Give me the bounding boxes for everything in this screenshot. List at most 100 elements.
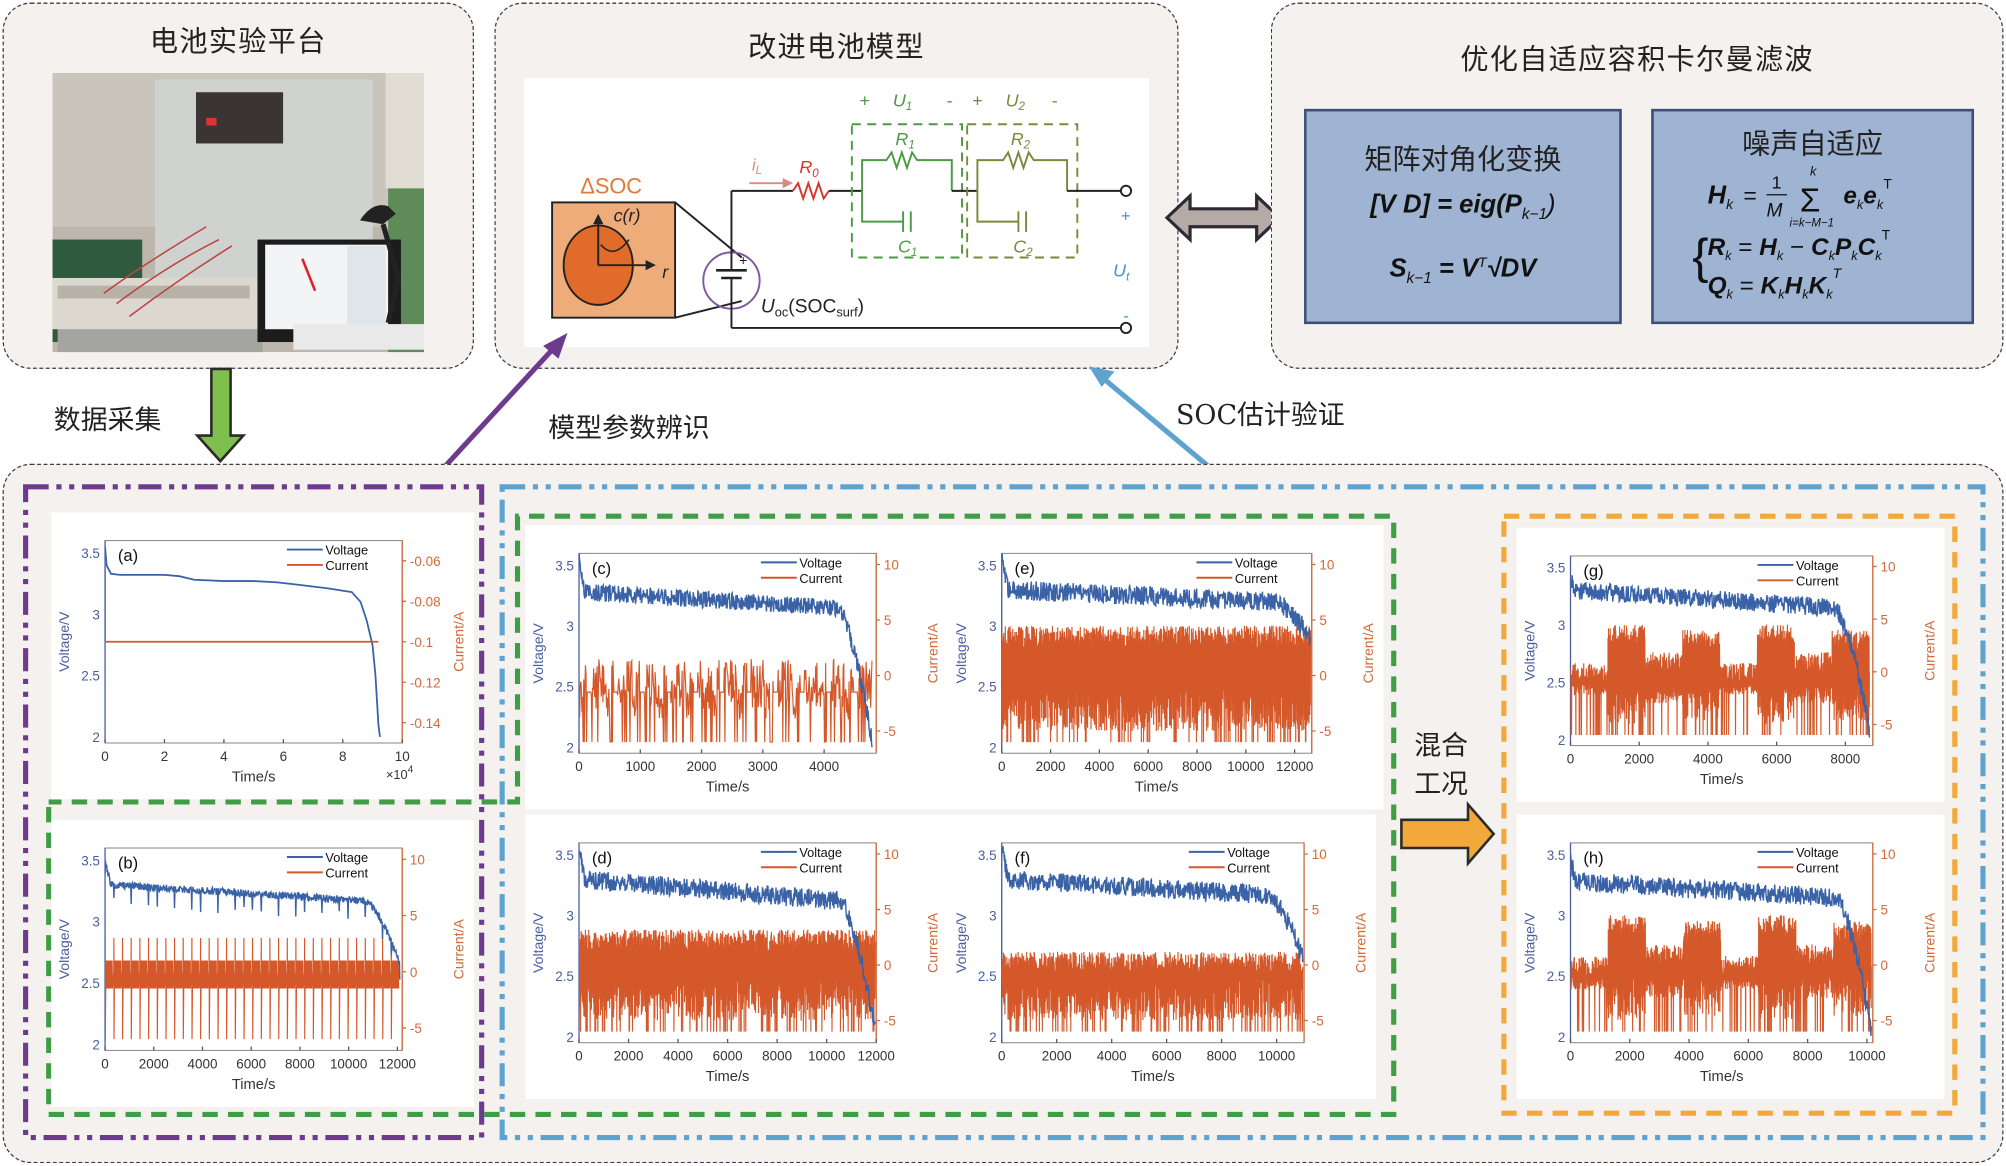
- legend-label: Current: [1796, 860, 1839, 875]
- y2-tick-label: 10: [410, 852, 425, 867]
- panel-tag: (a): [118, 546, 138, 565]
- circuit-diagram: ΔSOC c(r) r + Uoc(SOCsur: [523, 78, 1150, 348]
- legend-label: Current: [799, 860, 842, 875]
- c2-capacitor: [976, 190, 1019, 223]
- y-tick-label: 3: [989, 619, 996, 634]
- y-tick-label: 2.5: [978, 969, 997, 984]
- x-tick-label: 2000: [1042, 1049, 1072, 1064]
- y2-axis-label: Current/A: [1921, 912, 1937, 973]
- svg-text:R0: R0: [799, 157, 819, 180]
- c-r-label: c(r): [614, 206, 641, 226]
- platform-title: 电池实验平台: [149, 26, 327, 59]
- x-axis-label: Time/s: [1131, 1069, 1175, 1085]
- flow-arrows: [194, 367, 247, 464]
- y2-tick-label: 0: [884, 958, 891, 973]
- x-tick-label: 6000: [1152, 1049, 1182, 1064]
- y-tick-label: 3.5: [978, 848, 997, 863]
- param-identification-label: 模型参数辨识: [548, 412, 710, 444]
- ut-label: U: [1113, 261, 1127, 281]
- diagonalization-title: 矩阵对角化变换: [1364, 144, 1562, 177]
- x-tick-label: 2000: [1615, 1049, 1645, 1064]
- x-tick-label: 4000: [663, 1049, 693, 1064]
- y2-tick-label: 5: [884, 613, 891, 628]
- y2-tick-label: 5: [1881, 612, 1888, 627]
- eig-formula: [V D] = eig(Pk−1): [1370, 190, 1556, 223]
- legend-label: Voltage: [1796, 558, 1839, 573]
- r-label: r: [662, 262, 669, 282]
- x-tick-label: 4000: [1674, 1049, 1704, 1064]
- x-axis-label: Time/s: [232, 769, 276, 785]
- svg-text:k: k: [1810, 163, 1817, 178]
- y2-tick-label: 10: [884, 558, 899, 573]
- y-tick-label: 2: [1558, 1030, 1565, 1045]
- legend-label: Voltage: [799, 845, 842, 860]
- y2-tick-label: 10: [884, 847, 899, 862]
- panel-tag: (d): [592, 848, 612, 867]
- y2-tick-label: 10: [1881, 560, 1896, 575]
- terminal-positive: [1119, 184, 1133, 197]
- y2-tick-label: -5: [884, 1014, 896, 1029]
- series-current: [1570, 915, 1872, 1032]
- svg-text:U1: U1: [893, 90, 912, 113]
- y-tick-label: 2: [566, 1030, 573, 1045]
- r2-resistor: [976, 149, 1069, 191]
- series-current: [579, 929, 876, 1032]
- series-voltage: [1001, 553, 1312, 646]
- y-tick-label: 3: [92, 607, 99, 622]
- u1-plus: +: [860, 90, 870, 110]
- legend-label: Voltage: [1227, 845, 1270, 860]
- x-tick-label: 2000: [1036, 759, 1066, 774]
- y2-tick-label: 5: [884, 903, 891, 918]
- x-axis-label: Time/s: [1700, 1069, 1744, 1085]
- series-voltage: [105, 860, 401, 980]
- ut-minus: -: [1123, 307, 1129, 326]
- y-tick-label: 2.5: [81, 976, 100, 991]
- filter-panel: 优化自适应容积卡尔曼滤波 矩阵对角化变换 [V D] = eig(Pk−1) S…: [1270, 2, 2004, 369]
- lab-photo: [52, 73, 425, 353]
- panel-tag: (h): [1583, 848, 1603, 867]
- diagonalization-box: 矩阵对角化变换 [V D] = eig(Pk−1) Sk−1 = VT√DV: [1304, 108, 1622, 325]
- svg-text:=: =: [1743, 183, 1756, 209]
- x-tick-label: 12000: [1276, 759, 1313, 774]
- y-tick-label: 3.5: [81, 546, 100, 561]
- battery-model-panel: 改进电池模型 ΔSOC c(r) r: [494, 2, 1179, 369]
- mixed-label-line2: 工况: [1414, 768, 1469, 800]
- series-current: [1001, 625, 1312, 743]
- x-tick-label: 4000: [1693, 751, 1723, 766]
- y-tick-label: 3: [566, 619, 573, 634]
- svg-text:Ut: Ut: [1113, 261, 1130, 284]
- x-axis-label: Time/s: [232, 1077, 276, 1093]
- x-tick-label: 0: [575, 759, 582, 774]
- svg-text:C2: C2: [1013, 236, 1033, 259]
- y2-tick-label: -5: [1881, 1014, 1893, 1029]
- y-tick-label: 2: [989, 740, 996, 755]
- y2-tick-label: -5: [1312, 1014, 1324, 1029]
- y2-tick-label: -0.14: [410, 716, 441, 731]
- svg-text:Qk = KkHkKkT: Qk = KkHkKkT: [1708, 265, 1843, 301]
- identification-group-border: [23, 484, 485, 1141]
- y2-axis-label: Current/A: [451, 918, 467, 979]
- y-tick-label: 3: [566, 909, 573, 924]
- y-tick-label: 3: [1558, 909, 1565, 924]
- y2-tick-label: -5: [1881, 718, 1893, 733]
- x-tick-label: 10: [395, 749, 410, 764]
- y2-axis-label: Current/A: [451, 611, 467, 672]
- x-tick-label: 8000: [285, 1056, 315, 1071]
- legend-label: Voltage: [325, 543, 368, 558]
- x-tick-label: 8000: [1207, 1049, 1237, 1064]
- x-tick-label: 4000: [1097, 1049, 1127, 1064]
- y2-axis-label: Current/A: [925, 623, 941, 684]
- y-tick-label: 2.5: [978, 680, 997, 695]
- legend-label: Current: [1796, 573, 1839, 588]
- u1-minus: -: [947, 90, 953, 110]
- y2-tick-label: -5: [884, 724, 896, 739]
- y2-tick-label: 10: [1312, 847, 1327, 862]
- r2-label: R: [1011, 129, 1024, 149]
- legend-label: Voltage: [1235, 555, 1278, 570]
- y-tick-label: 2.5: [555, 969, 574, 984]
